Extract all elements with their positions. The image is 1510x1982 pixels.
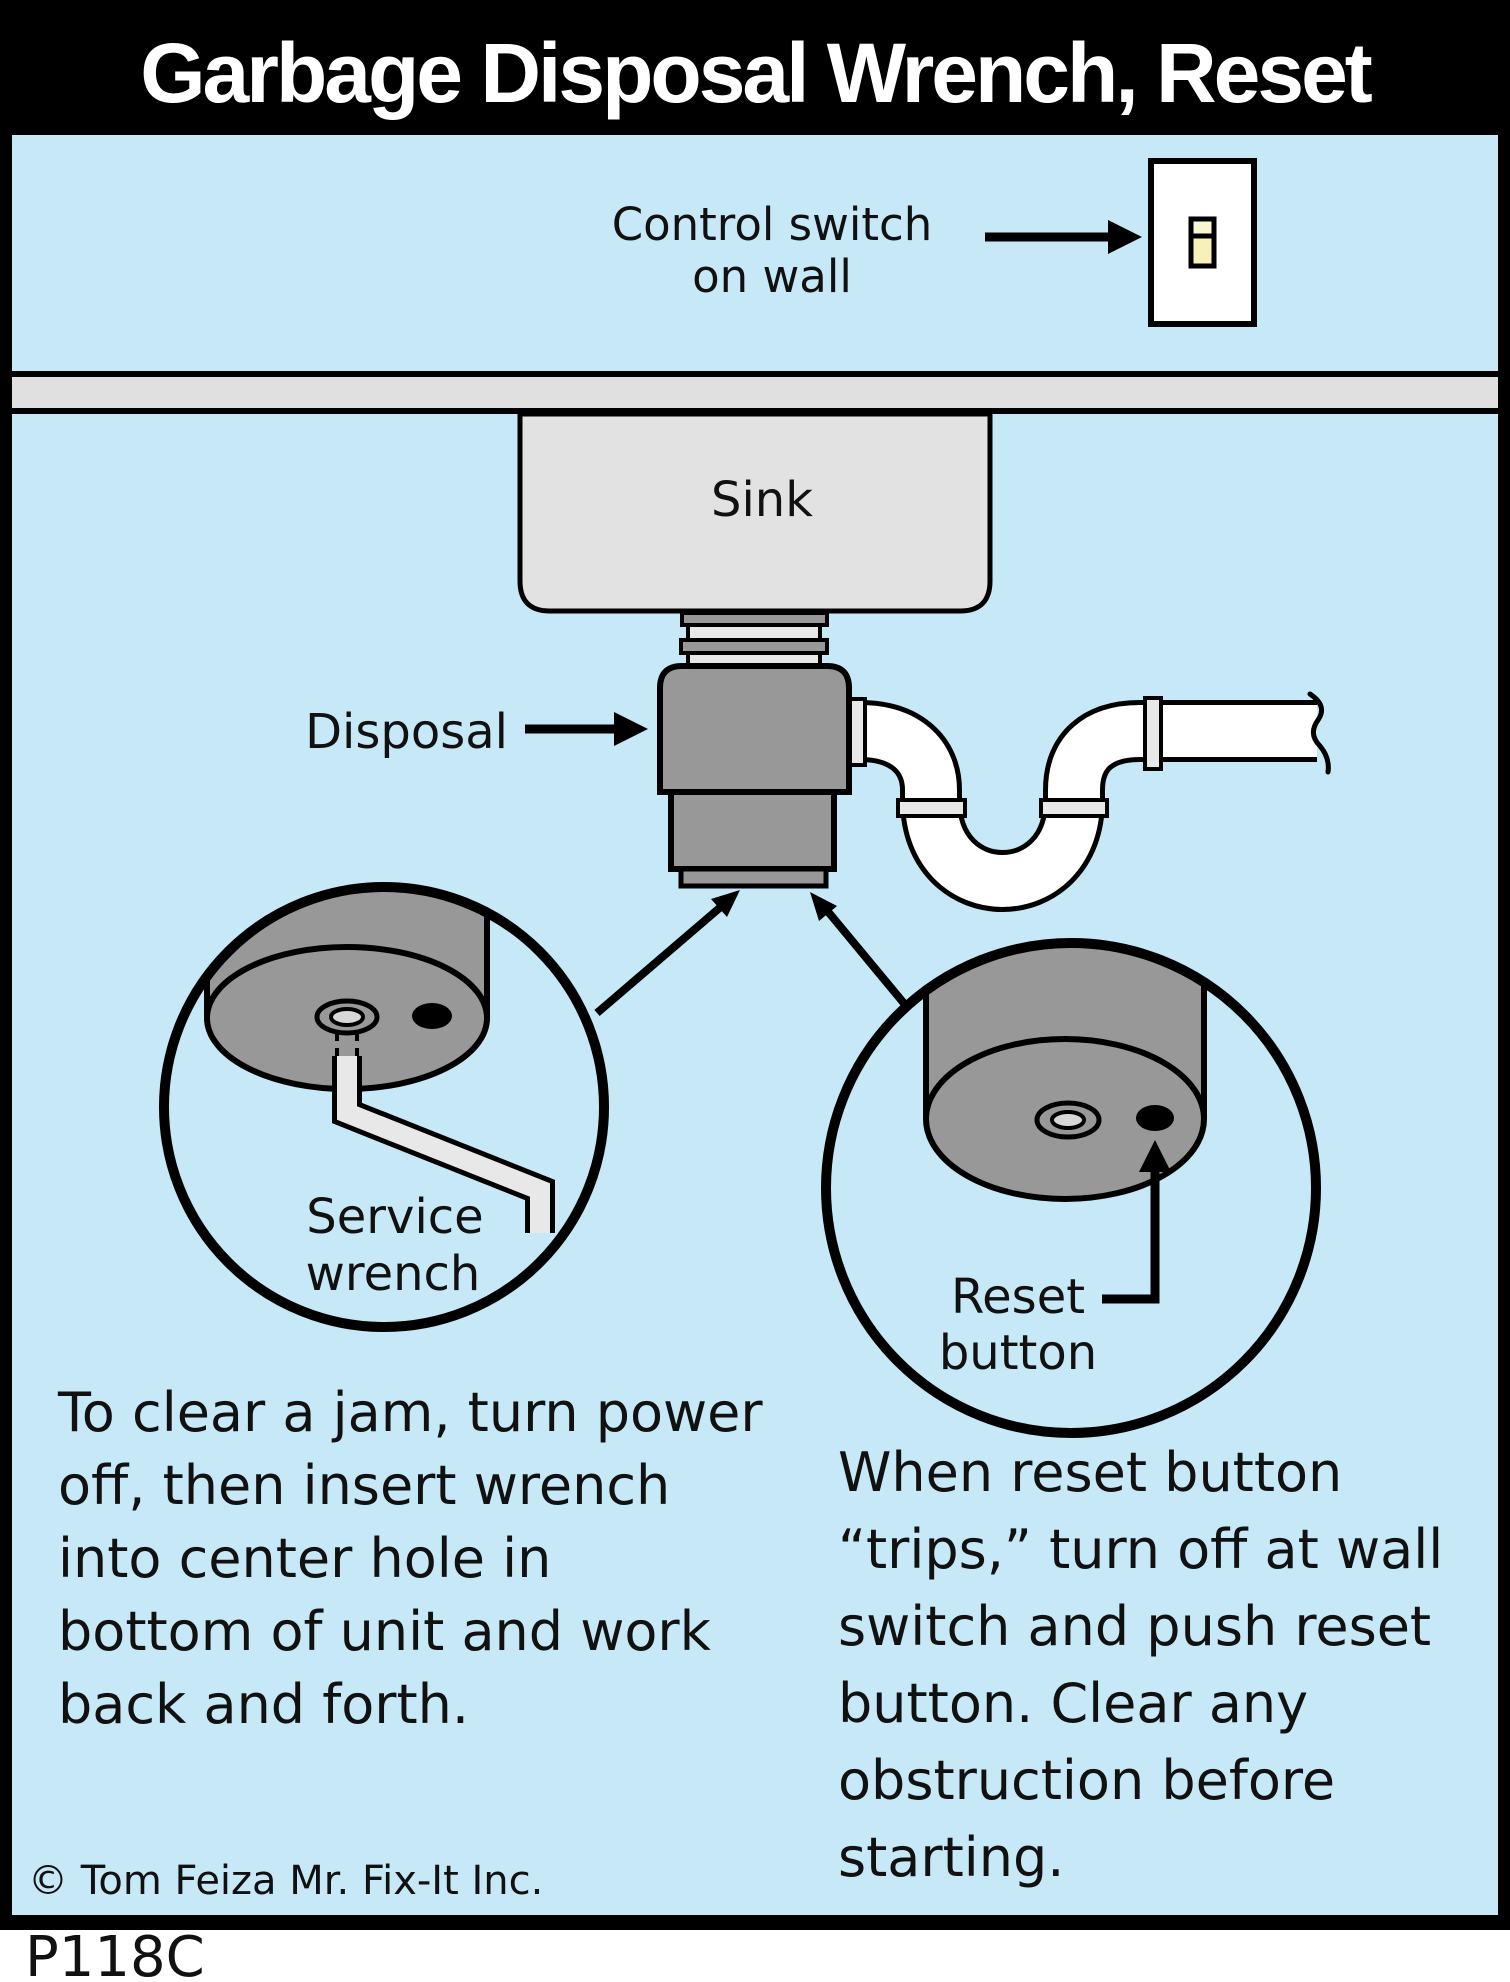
p-trap-pipe: [858, 691, 1331, 912]
right-line-4: button. Clear any: [838, 1672, 1308, 1735]
left-line-5: back and forth.: [58, 1673, 469, 1736]
disposal-unit: [657, 611, 867, 889]
left-line-2: off, then insert wrench: [58, 1454, 670, 1517]
sink: [517, 411, 993, 614]
copyright: © Tom Feiza Mr. Fix-It Inc.: [28, 1858, 543, 1904]
instructions-left: To clear a jam, turn power off, then ins…: [57, 1381, 763, 1736]
service-wrench-label-line1: Service: [306, 1189, 483, 1245]
disposal-label: Disposal: [305, 704, 508, 760]
page-title: Garbage Disposal Wrench, Reset: [140, 26, 1372, 120]
detail-arrow-right-icon: [810, 892, 911, 1010]
disposal-arrow-icon: [525, 712, 648, 746]
right-line-1: When reset button: [838, 1441, 1342, 1504]
right-line-5: obstruction before: [838, 1749, 1335, 1812]
reset-button-dot: [1136, 1105, 1174, 1131]
right-detail-circle: [821, 938, 1321, 1438]
right-line-3: switch and push reset: [838, 1595, 1431, 1658]
wall-switch: [1148, 158, 1257, 327]
reset-button-arrow-icon: [1102, 1140, 1171, 1304]
left-detail-circle: [159, 882, 609, 1332]
left-line-1: To clear a jam, turn power: [57, 1381, 763, 1444]
left-line-3: into center hole in: [58, 1527, 551, 1590]
diagram-code: P118C: [25, 1925, 205, 1982]
right-detail-view: Reset button: [821, 938, 1321, 1438]
right-line-6: starting.: [838, 1826, 1064, 1889]
left-line-4: bottom of unit and work: [58, 1600, 712, 1663]
drain-collar-upper: [686, 623, 822, 642]
pipe-break-squiggle: [1307, 691, 1331, 775]
pipe-union-vertical: [1143, 696, 1163, 771]
center-hole-inner-left: [329, 1007, 365, 1027]
center-hole-inner-right: [1050, 1110, 1086, 1130]
reset-button-label-line1: Reset: [951, 1269, 1085, 1325]
pipe-union-right: [1039, 798, 1109, 818]
detail-arrow-left-icon: [594, 890, 740, 1017]
switch-toggle-top: [1188, 216, 1217, 239]
reset-button-dot-left: [412, 1003, 452, 1029]
service-wrench: [332, 1032, 555, 1233]
instructions-right: When reset button “trips,” turn off at w…: [838, 1441, 1443, 1889]
control-switch-label-line1: Control switch: [612, 198, 933, 251]
service-wrench-label-line2: wrench: [306, 1246, 481, 1302]
control-switch-arrow-icon: [985, 220, 1142, 254]
control-switch-label-line2: on wall: [692, 250, 852, 303]
pipe-body: [858, 705, 1317, 907]
sink-label: Sink: [711, 472, 813, 528]
pipe-union-left: [896, 798, 967, 818]
disposal-lower-body: [668, 789, 837, 872]
right-line-2: “trips,” turn off at wall: [838, 1518, 1443, 1581]
disposal-upper-body: [657, 663, 852, 795]
countertop: [12, 371, 1498, 414]
reset-button-label-line2: button: [939, 1325, 1097, 1381]
switch-plate: [1148, 158, 1257, 327]
disposal-bottom-cap: [678, 866, 829, 889]
countertop-surface: [12, 377, 1498, 408]
